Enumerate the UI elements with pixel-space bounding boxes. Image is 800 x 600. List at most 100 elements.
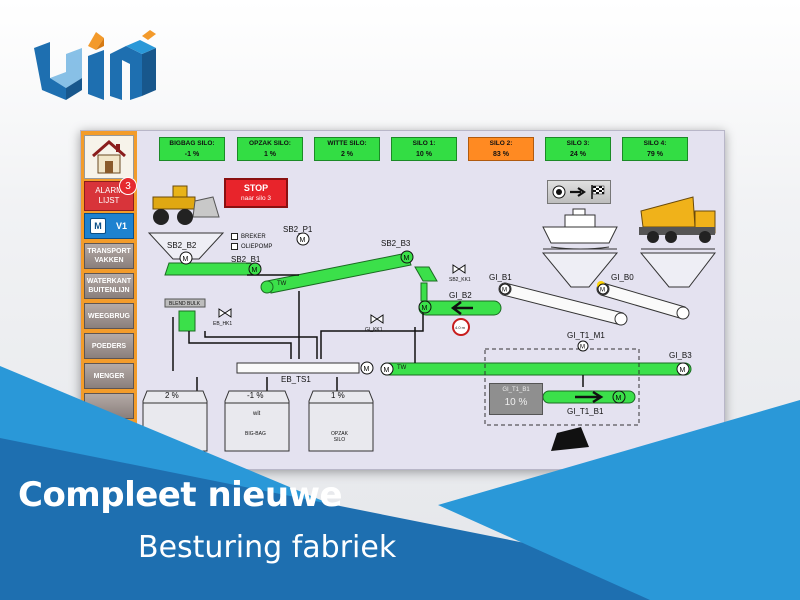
silo-value: 83 %	[493, 151, 509, 158]
label-sb2-p1: SB2_P1	[283, 225, 313, 234]
banner-headline: Compleet nieuwe	[18, 475, 343, 515]
svg-text:M: M	[680, 367, 686, 374]
nav-transport-vakken[interactable]: TRANSPORT VAKKEN	[84, 243, 134, 269]
silo-c-percent: 1 %	[331, 391, 345, 400]
oliepomp-checkbox[interactable]	[231, 243, 238, 250]
motor-icon: M	[676, 362, 690, 376]
alarm-count-badge: 3	[119, 177, 137, 195]
motor-icon: M	[597, 283, 609, 295]
motor-icon: M	[577, 340, 589, 352]
conveyor-gi-b2	[418, 300, 502, 316]
svg-text:M: M	[580, 345, 585, 351]
svg-text:M: M	[616, 395, 622, 402]
svg-text:M: M	[600, 288, 605, 294]
silo-level-1: SILO 1:10 %	[391, 137, 457, 161]
silo-a-percent: 2 %	[165, 391, 179, 400]
silo-value: 24 %	[570, 151, 586, 158]
v1-label: V1	[115, 221, 127, 231]
silo-level-4: SILO 4:79 %	[622, 137, 688, 161]
nav-label: WATERKANT BUITENLIJN	[86, 278, 132, 294]
label-eb-ts1: EB_TS1	[281, 375, 311, 384]
label-sb2-b3: SB2_B3	[381, 239, 411, 248]
motor-icon: M	[400, 250, 414, 264]
silo-b-percent: -1 %	[247, 391, 264, 400]
svg-text:M: M	[300, 237, 306, 244]
home-button[interactable]	[84, 135, 134, 179]
motor-icon: M	[296, 232, 310, 246]
motor-icon: M	[499, 283, 511, 295]
dump-truck-icon	[639, 196, 716, 243]
label-sb2-b1: SB2_B1	[231, 255, 261, 264]
silo-b-name: wit	[253, 411, 261, 417]
motor-icon: M	[380, 362, 394, 376]
stop-title: STOP	[243, 183, 269, 193]
company-logo	[34, 30, 156, 100]
label-sb2-b2: SB2_B2	[167, 241, 197, 250]
scada-panel: ALARM LIJST 3 M V1 TRANSPORT VAKKEN WATE…	[80, 130, 725, 470]
silo-value: 1 %	[263, 151, 277, 158]
motor-icon: M	[90, 218, 106, 234]
label-gi-kk1: GI_KK1	[365, 327, 383, 333]
label-eb-hk1: EB_HK1	[213, 321, 233, 327]
nav-label: TRANSPORT VAKKEN	[87, 248, 131, 264]
silo-a	[142, 390, 208, 452]
silo-b-subtitle: BIG-BAG	[245, 431, 266, 437]
svg-text:M: M	[422, 305, 428, 312]
motor-icon: M	[418, 300, 432, 314]
svg-text:M: M	[364, 366, 370, 373]
svg-text:M: M	[502, 288, 507, 294]
wheel-loader-icon	[152, 185, 220, 225]
label-gi-b1: GI_B1	[489, 273, 512, 282]
conveyor-gi-b3	[380, 362, 692, 376]
silo-name: WITTE SILO:	[327, 140, 367, 147]
silo-value: 10 %	[416, 151, 432, 158]
finish-flag-icon	[591, 185, 605, 199]
label-gi-b3: GI_B3	[669, 351, 692, 360]
stop-button[interactable]: STOP naar silo 3	[224, 178, 288, 208]
route-start-finish-button[interactable]	[547, 180, 611, 204]
label-sb2-kk1: SB2_KK1	[449, 277, 471, 283]
silo-level-3: SILO 3: 24 %	[545, 137, 611, 161]
silo-value: 2 %	[340, 151, 354, 158]
gi-t1-b1-readout: GI_T1_B1 10 %	[489, 383, 543, 415]
nav-waterkant-buitenlijn[interactable]: WATERKANT BUITENLIJN	[84, 273, 134, 299]
silo-c-subtitle: OPZAK SILO	[331, 431, 348, 443]
label-speed: 4.0 m	[455, 325, 466, 330]
motor-icon: M	[179, 251, 193, 265]
valve-icon	[452, 264, 466, 274]
silo-value: 79 %	[647, 151, 663, 158]
silo-name: SILO 3:	[566, 140, 590, 147]
svg-text:M: M	[252, 267, 258, 274]
label-tw-2: TW	[397, 365, 407, 371]
motor-icon: M	[612, 390, 626, 404]
banner-subline: Besturing fabriek	[138, 530, 397, 565]
alarm-list-button[interactable]: ALARM LIJST	[84, 181, 134, 211]
breker-label: BREKER	[241, 234, 266, 240]
gi-t1-b1-readout-title: GI_T1_B1	[502, 387, 530, 393]
conveyor-sb2-b3	[260, 252, 412, 294]
valve-icon	[370, 314, 384, 324]
label-gi-t1-m1: GI_T1_M1	[567, 331, 605, 340]
breker-checkbox[interactable]	[231, 233, 238, 240]
silo-level-2: SILO 2:83 %	[468, 137, 534, 161]
oliepomp-label: OLIEPOMP	[241, 244, 273, 250]
conveyor-sb2-b1	[164, 262, 254, 276]
v1-button[interactable]: M V1	[84, 213, 134, 239]
label-gi-t1-b1: GI_T1_B1	[567, 407, 604, 416]
label-gi-b2: GI_B2	[449, 291, 472, 300]
motor-icon: M	[360, 361, 374, 375]
silo-name: BIGBAG SILO:	[169, 140, 215, 147]
home-icon	[92, 140, 126, 174]
svg-text:M: M	[183, 256, 189, 263]
conveyor-gi-b1	[498, 282, 628, 326]
nav-label: POEDERS	[91, 342, 127, 350]
svg-text:M: M	[404, 255, 410, 262]
nav-poeders[interactable]: POEDERS	[84, 333, 134, 359]
label-blend-bulk: BLEND BULK	[169, 301, 201, 307]
silo-level-witte: WITTE SILO: 2 %	[314, 137, 380, 161]
nav-weegbrug[interactable]: WEEGBRUG	[84, 303, 134, 329]
arrow-right-icon	[570, 187, 586, 197]
valve-icon	[218, 308, 232, 318]
svg-text:M: M	[384, 367, 390, 374]
target-icon	[552, 185, 566, 199]
